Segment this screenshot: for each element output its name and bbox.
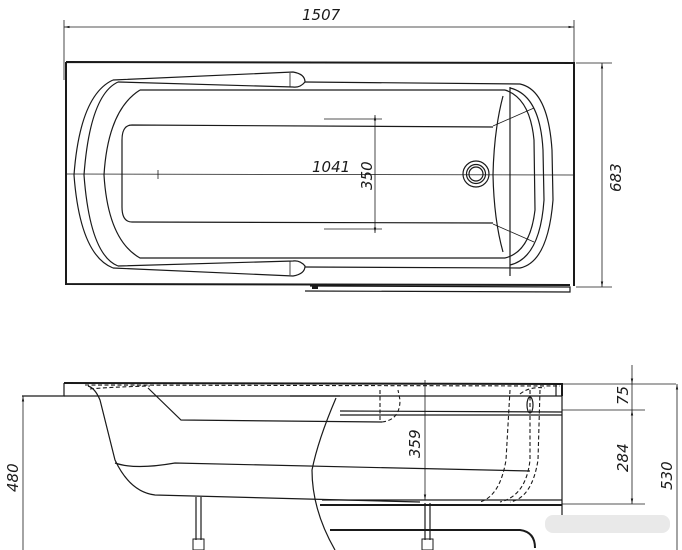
tub-outline	[65, 61, 575, 286]
total-height-label: 530	[658, 461, 676, 490]
armrest-top	[112, 71, 306, 88]
leg-right	[421, 503, 434, 550]
top-view: 1507	[63, 6, 625, 293]
bowl-bottom	[121, 124, 494, 224]
inner-width-dimension: 350	[324, 115, 382, 233]
length-label: 1507	[302, 6, 341, 24]
panel-edge	[304, 285, 571, 293]
rim-left-outer	[73, 79, 114, 269]
depth-dimension: 359	[406, 380, 427, 500]
drain-icon	[462, 160, 490, 188]
watermark	[545, 515, 670, 533]
length-dimension: 1507	[63, 6, 575, 80]
inner-length-label: 1041	[312, 158, 350, 176]
backrest-outer	[509, 87, 545, 266]
width-dimension: 683	[576, 62, 625, 288]
side-view: 480 359 75 284 530	[4, 365, 679, 550]
rim-height-label: 480	[4, 463, 22, 492]
leg-left	[192, 497, 205, 550]
rim-label: 75	[614, 386, 632, 405]
section-curve	[311, 397, 337, 550]
bowl-contour	[103, 89, 505, 259]
panel-frame	[330, 529, 536, 549]
rim-height-dimension: 480	[4, 396, 25, 550]
tub-body	[87, 385, 421, 503]
panel-height-label: 284	[614, 443, 632, 472]
inner-width-label: 350	[358, 161, 376, 190]
armrest-bottom	[112, 260, 306, 277]
depth-label: 359	[406, 429, 424, 458]
width-label: 683	[607, 163, 625, 192]
right-dimensions: 75 284 530	[562, 365, 679, 550]
